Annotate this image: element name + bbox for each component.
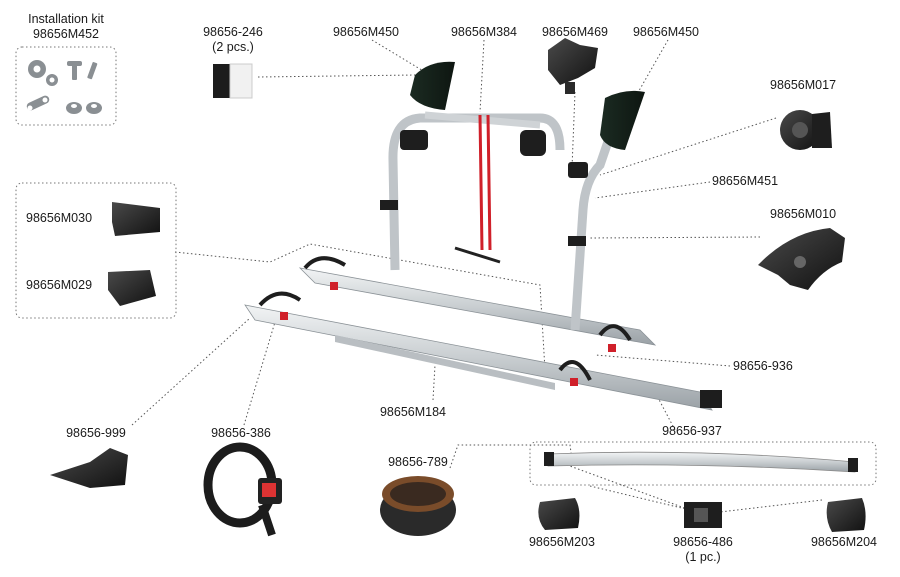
wheel-strap-image: [203, 442, 282, 537]
rubber-strap-image: [380, 476, 456, 536]
rail-cap-right-image: [826, 498, 866, 532]
frame-clamp-image: [758, 228, 845, 290]
strap-qty-label: (2 pcs.): [212, 40, 254, 54]
wheel-strap-label: 98656-386: [211, 426, 271, 440]
rail-connector-qty-label: (1 pc.): [685, 550, 721, 564]
leader-lines: [131, 39, 823, 513]
rail-connector-label: 98656-486: [673, 535, 733, 549]
bracket-b-label: 98656M029: [26, 278, 93, 292]
knob-image: [548, 38, 598, 94]
end-cap-image: [50, 448, 128, 488]
screw-icon: [67, 61, 98, 80]
rail-right-label: 98656-936: [733, 359, 793, 373]
frame-clamp-label: 98656M010: [770, 207, 837, 221]
kit-box: [15, 46, 117, 126]
rail-cap-left-image: [538, 498, 580, 530]
gear-icon: [28, 60, 58, 86]
rail-connector-image: [684, 502, 722, 528]
knob-label: 98656M469: [541, 25, 609, 39]
upper-clamp-label: 98656M451: [712, 174, 779, 188]
rail-piece-image: [544, 451, 858, 473]
frame-label: 98656M384: [450, 25, 518, 39]
chain-link-icon: [26, 95, 50, 111]
installation-kit-image: [26, 60, 102, 114]
velcro-strap-image: [213, 63, 253, 99]
bracket-a-label: 98656M030: [26, 211, 93, 225]
end-cap-label: 98656-999: [66, 426, 126, 440]
bracket-98656M030-image: [112, 202, 160, 236]
ratchet-label: 98656M017: [770, 78, 837, 92]
bracket-98656M029-image: [108, 270, 156, 306]
rail-cap-left-label: 98656M203: [528, 535, 596, 549]
brackets-box: [15, 182, 177, 319]
nut-icon: [66, 102, 102, 114]
wheel-holder-left-label: 98656M450: [332, 25, 400, 39]
rail-cap-right-label: 98656M204: [810, 535, 878, 549]
strap-code-label: 98656-246: [203, 25, 263, 39]
kit-title-label: Installation kit: [28, 12, 104, 26]
ratchet-image: [780, 110, 832, 150]
bike-carrier-frame: [244, 61, 722, 411]
rail-left-label: 98656-937: [662, 424, 722, 438]
kit-code-label: 98656M452: [32, 27, 100, 41]
rail-center-label: 98656M184: [379, 405, 447, 419]
wheel-holder-right-label: 98656M450: [632, 25, 700, 39]
rubber-strap-label: 98656-789: [388, 455, 448, 469]
